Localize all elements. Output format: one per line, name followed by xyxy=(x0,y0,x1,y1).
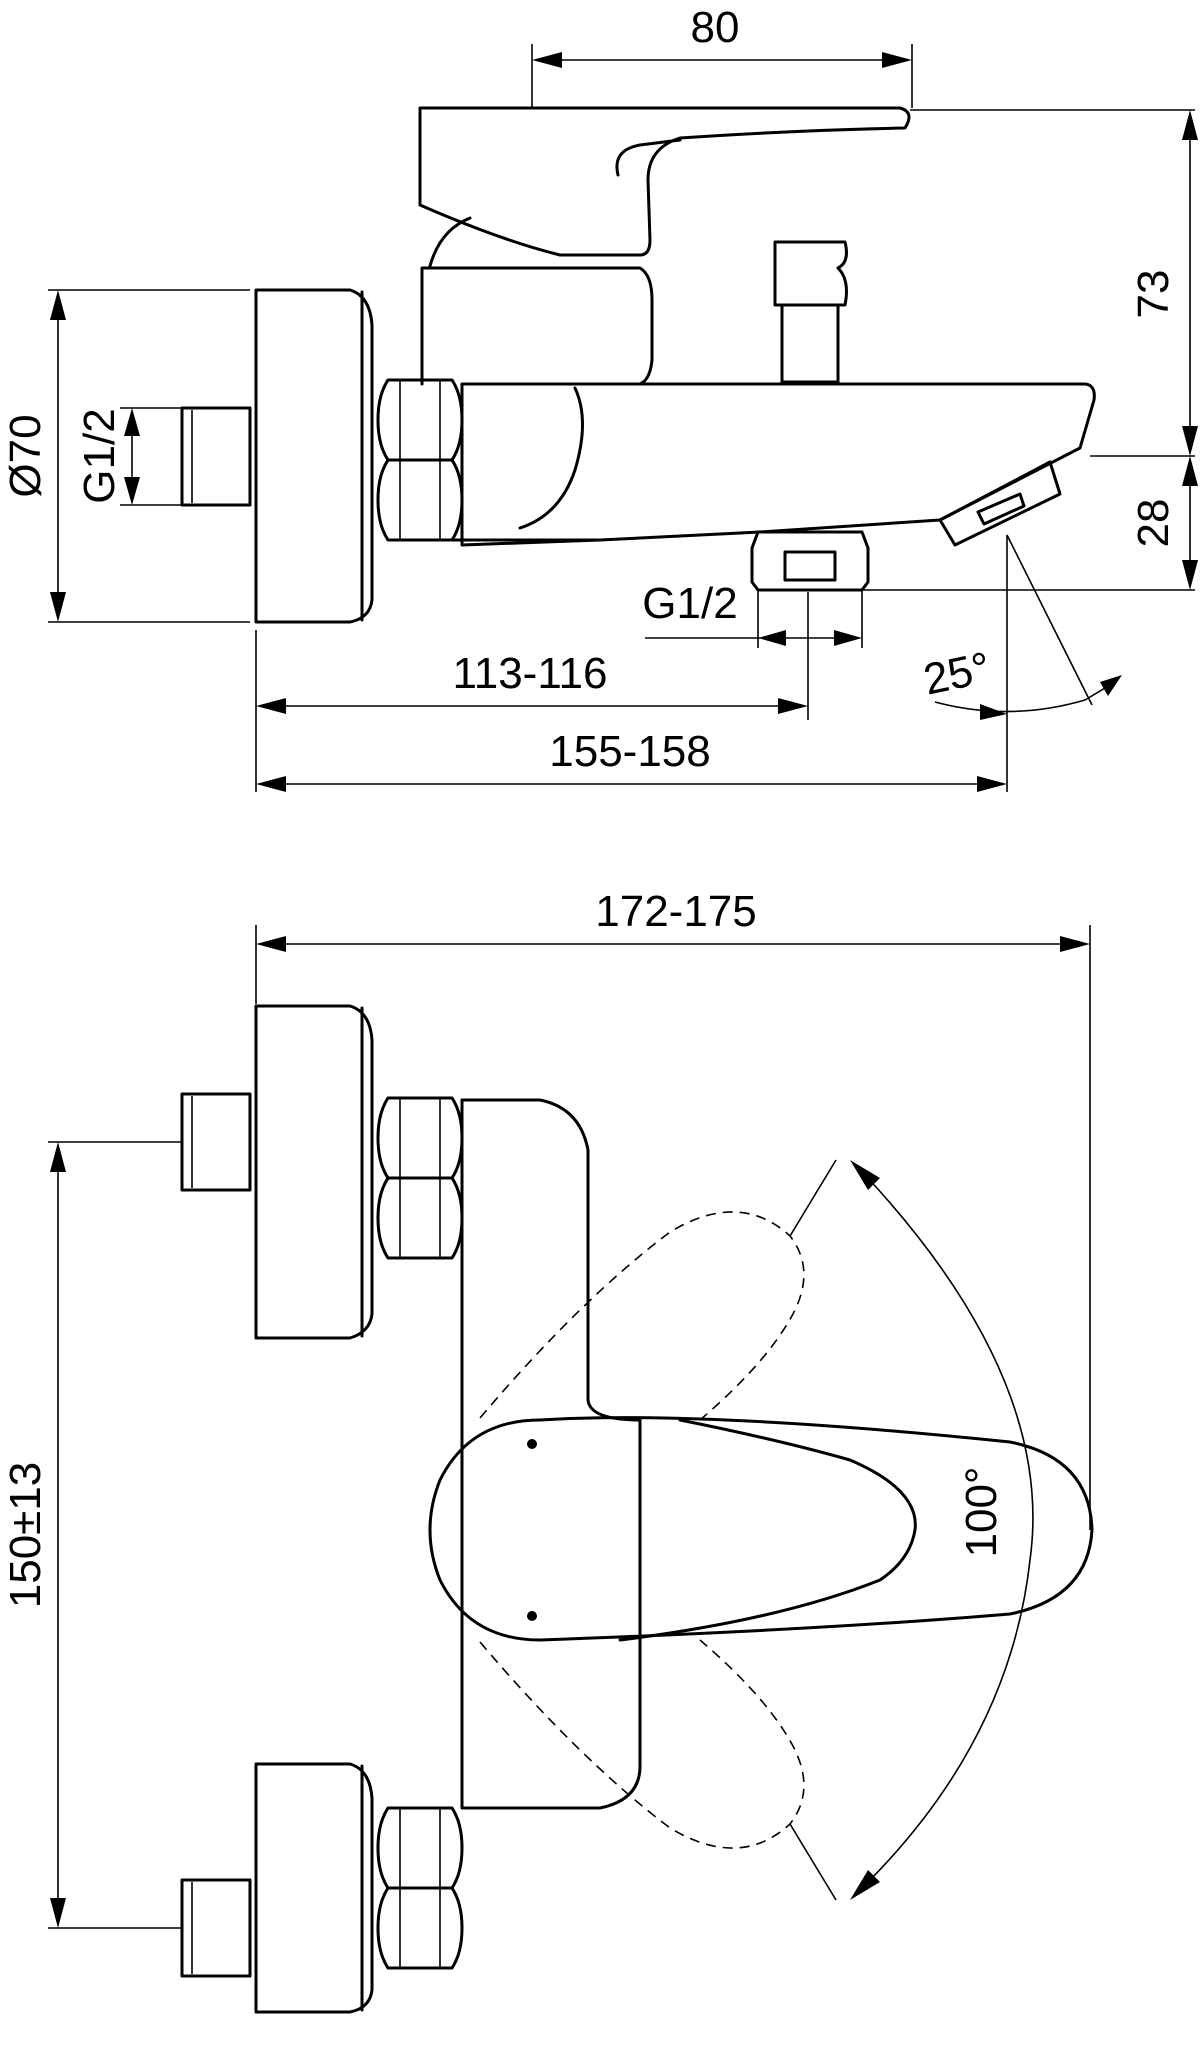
dim-outlet-projection: 113-116 xyxy=(453,649,608,698)
dim-spout-projection: 155-158 xyxy=(549,727,710,776)
outlet-connector xyxy=(750,530,870,592)
cartridge-top xyxy=(428,1418,542,1642)
dim-rosette-diameter: Ø70 xyxy=(1,414,50,497)
dim-spout-angle: 25° xyxy=(919,643,994,705)
side-view-dimensions: 80 73 28 Ø70 G1/2 G1/2 xyxy=(1,3,1198,792)
upper-inlet xyxy=(180,1092,252,1192)
upper-rosette xyxy=(254,1004,374,1340)
dim-height: 73 xyxy=(1129,270,1178,319)
dim-inlet-thread: G1/2 xyxy=(75,408,124,503)
lever-position-lower xyxy=(479,1639,805,1849)
mixer-body-top xyxy=(460,1098,642,1810)
wall-rosette xyxy=(254,288,374,624)
lever-top xyxy=(538,1416,1094,1642)
aerator xyxy=(938,460,1062,547)
rotation-arc xyxy=(865,1175,1034,1885)
lever-handle xyxy=(418,106,911,257)
dim-inlet-spacing: 150±13 xyxy=(1,1462,50,1609)
hex-nut xyxy=(376,378,464,542)
dim-overall-depth: 172-175 xyxy=(595,887,756,936)
top-view xyxy=(180,1004,1094,2014)
dim-lever-width: 80 xyxy=(691,3,740,52)
diverter-knob xyxy=(773,240,848,307)
upper-hex-nut xyxy=(376,1096,464,1260)
lower-hex-nut xyxy=(376,1806,464,1970)
mixer-body xyxy=(460,382,1096,547)
top-view-dimensions: 172-175 150±13 100° xyxy=(1,887,1091,1929)
lower-inlet xyxy=(180,1878,252,1978)
dim-lever-rotation: 100° xyxy=(957,1466,1006,1557)
lever-position-upper xyxy=(479,1211,805,1421)
dim-outlet-thread: G1/2 xyxy=(642,579,737,628)
cartridge-housing xyxy=(420,266,654,386)
side-view xyxy=(180,106,1096,624)
dim-spout-drop: 28 xyxy=(1129,499,1178,548)
inlet-connector xyxy=(180,406,252,507)
lower-rosette xyxy=(254,1762,374,2014)
